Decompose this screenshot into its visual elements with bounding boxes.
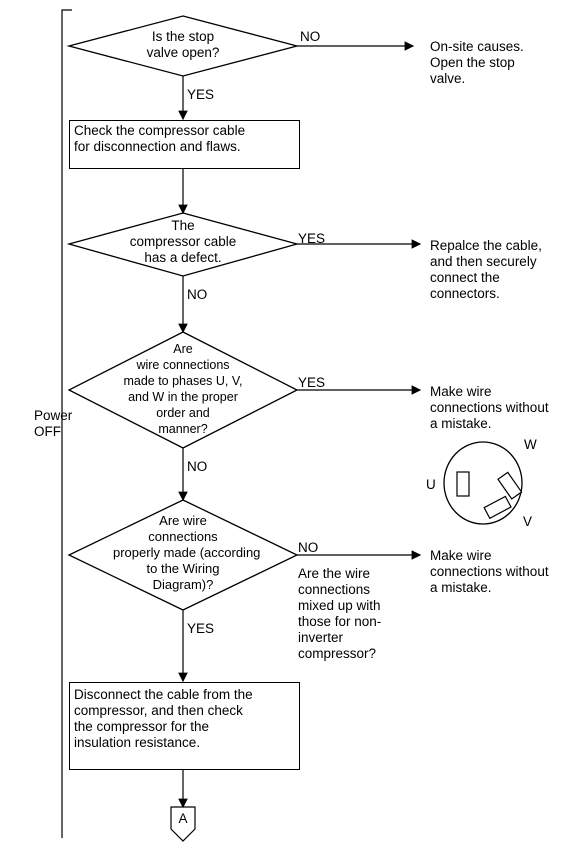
process-box-insulation-check: Disconnect the cable from the compressor…	[69, 682, 300, 770]
connector-a-shape	[170, 806, 196, 842]
decision-3-yes-label: YES	[298, 375, 326, 390]
phase-label-v: V	[523, 514, 533, 529]
decision-4-yes-label: YES	[187, 621, 215, 636]
decision-3-result: Make wire connections without a mistake.	[430, 384, 549, 431]
decision-1-yes-label: YES	[187, 87, 215, 102]
decision-4-result: Make wire connections without a mistake.	[430, 548, 549, 595]
decision-2-no-label: NO	[187, 287, 208, 302]
decision-4-text: Are wire connections properly made (acco…	[113, 513, 261, 592]
phase-label-w: W	[524, 437, 537, 452]
decision-4-note: Are the wire connections mixed up with t…	[298, 566, 382, 661]
decision-2-text: The compressor cable has a defect.	[129, 218, 237, 265]
power-off-bracket	[61, 9, 72, 838]
decision-1-no-label: NO	[300, 29, 321, 44]
power-off-label: Power OFF	[34, 408, 73, 439]
decision-1-result: On-site causes. Open the stop valve.	[430, 39, 524, 86]
process-box-check-cable: Check the compressor cable for disconnec…	[69, 120, 300, 169]
decision-2-result: Repalce the cable, and then securely con…	[430, 238, 542, 301]
decision-3-text: Are wire connections made to phases U, V…	[123, 342, 243, 436]
decision-3-no-label: NO	[187, 459, 208, 474]
decision-4-no-label: NO	[298, 540, 319, 555]
decision-2-yes-label: YES	[298, 231, 326, 246]
phase-label-u: U	[426, 477, 436, 492]
decision-1-text: Is the stop valve open?	[146, 29, 220, 60]
connector-a-label: A	[178, 811, 188, 826]
